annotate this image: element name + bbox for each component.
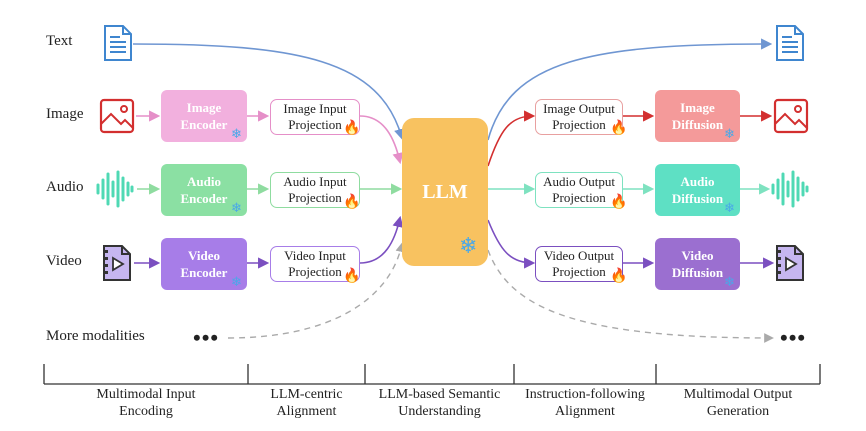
audio-waveform-icon (771, 170, 809, 208)
snowflake-icon: ❄ (231, 274, 242, 289)
image-icon (773, 98, 809, 134)
video-projection-to-llm-arrow (359, 215, 404, 264)
video-diffusion-line1: Video (681, 248, 714, 263)
audio-waveform-icon (96, 170, 134, 208)
text-output-arrow (487, 38, 773, 141)
audio-diffusion-line2: Diffusion (671, 191, 724, 206)
image-projection-to-llm-arrow (359, 115, 404, 165)
video-input-projection-line1: Video Input (284, 248, 346, 263)
row-label-video: Video (46, 253, 82, 269)
stage-2-line2: Alignment (276, 404, 337, 419)
llm-to-video-output-projection-arrow (487, 219, 536, 269)
snowflake-icon: ❄ (231, 126, 242, 141)
llm-box: LLM (402, 118, 488, 266)
image-input-projection-line1: Image Input (283, 101, 347, 116)
video-output-projection-line1: Video Output (543, 248, 615, 263)
snowflake-icon: ❄ (724, 200, 735, 215)
stage-1-line2: Encoding (119, 404, 173, 419)
snowflake-icon: ❄ (724, 126, 735, 141)
text-document-icon (104, 25, 132, 61)
row-label-image: Image (46, 106, 84, 122)
image-output-projection-line1: Image Output (543, 101, 615, 116)
more-modalities-input-arrow (227, 242, 406, 339)
fire-icon: 🔥 (610, 269, 628, 284)
video-encoder-line2: Encoder (180, 265, 228, 280)
fire-icon: 🔥 (610, 121, 628, 136)
audio-input-projection-line2: Projection (288, 190, 342, 205)
snowflake-icon: ❄ (459, 233, 478, 258)
image-encoder-line1: Image (186, 100, 222, 115)
video-input-projection-line2: Projection (288, 264, 342, 279)
audio-output-projection-line1: Audio Output (543, 174, 615, 189)
image-input-projection-line2: Projection (288, 117, 342, 132)
stage-axis (43, 364, 821, 385)
llm-label: LLM (422, 180, 468, 203)
image-diffusion-line1: Image (680, 100, 715, 115)
row-label-audio: Audio (46, 179, 84, 195)
stage-2-line1: LLM-centric (270, 387, 343, 402)
row-label-text: Text (46, 33, 73, 49)
row-label-more-modalities: More modalities (46, 328, 145, 344)
stage-3-line1: LLM-based Semantic (378, 387, 501, 402)
llm-to-image-output-projection-arrow (487, 110, 536, 167)
text-document-icon (776, 25, 804, 61)
fire-icon: 🔥 (610, 195, 628, 210)
stage-5-line1: Multimodal Output (683, 387, 793, 402)
snowflake-icon: ❄ (724, 274, 735, 289)
image-icon (99, 98, 135, 134)
stage-3-line2: Understanding (398, 404, 481, 419)
video-file-icon (103, 245, 131, 281)
image-encoder-line2: Encoder (180, 117, 228, 132)
audio-input-projection-line1: Audio Input (283, 174, 347, 189)
image-output-projection-line2: Projection (552, 117, 606, 132)
audio-diffusion-line1: Audio (680, 174, 715, 189)
video-encoder-line1: Video (187, 248, 220, 263)
more-modalities-input-ellipsis: ••• (193, 325, 220, 350)
stage-4-line2: Alignment (555, 404, 615, 419)
fire-icon: 🔥 (343, 121, 361, 136)
text-input-arrow (132, 43, 405, 141)
audio-encoder-line1: Audio (187, 174, 221, 189)
stage-1-line1: Multimodal Input (96, 387, 196, 402)
stage-4-line1: Instruction-following (525, 387, 645, 402)
more-modalities-output-arrow (487, 249, 774, 343)
video-diffusion-line2: Diffusion (671, 265, 724, 280)
audio-encoder-line2: Encoder (180, 191, 228, 206)
more-modalities-output-ellipsis: ••• (780, 325, 807, 350)
fire-icon: 🔥 (343, 195, 361, 210)
video-file-icon (776, 245, 804, 281)
video-output-projection-line2: Projection (552, 264, 606, 279)
audio-output-projection-line2: Projection (552, 190, 606, 205)
stage-5-line2: Generation (706, 404, 770, 419)
snowflake-icon: ❄ (231, 200, 242, 215)
fire-icon: 🔥 (343, 269, 361, 284)
image-diffusion-line2: Diffusion (671, 117, 724, 132)
